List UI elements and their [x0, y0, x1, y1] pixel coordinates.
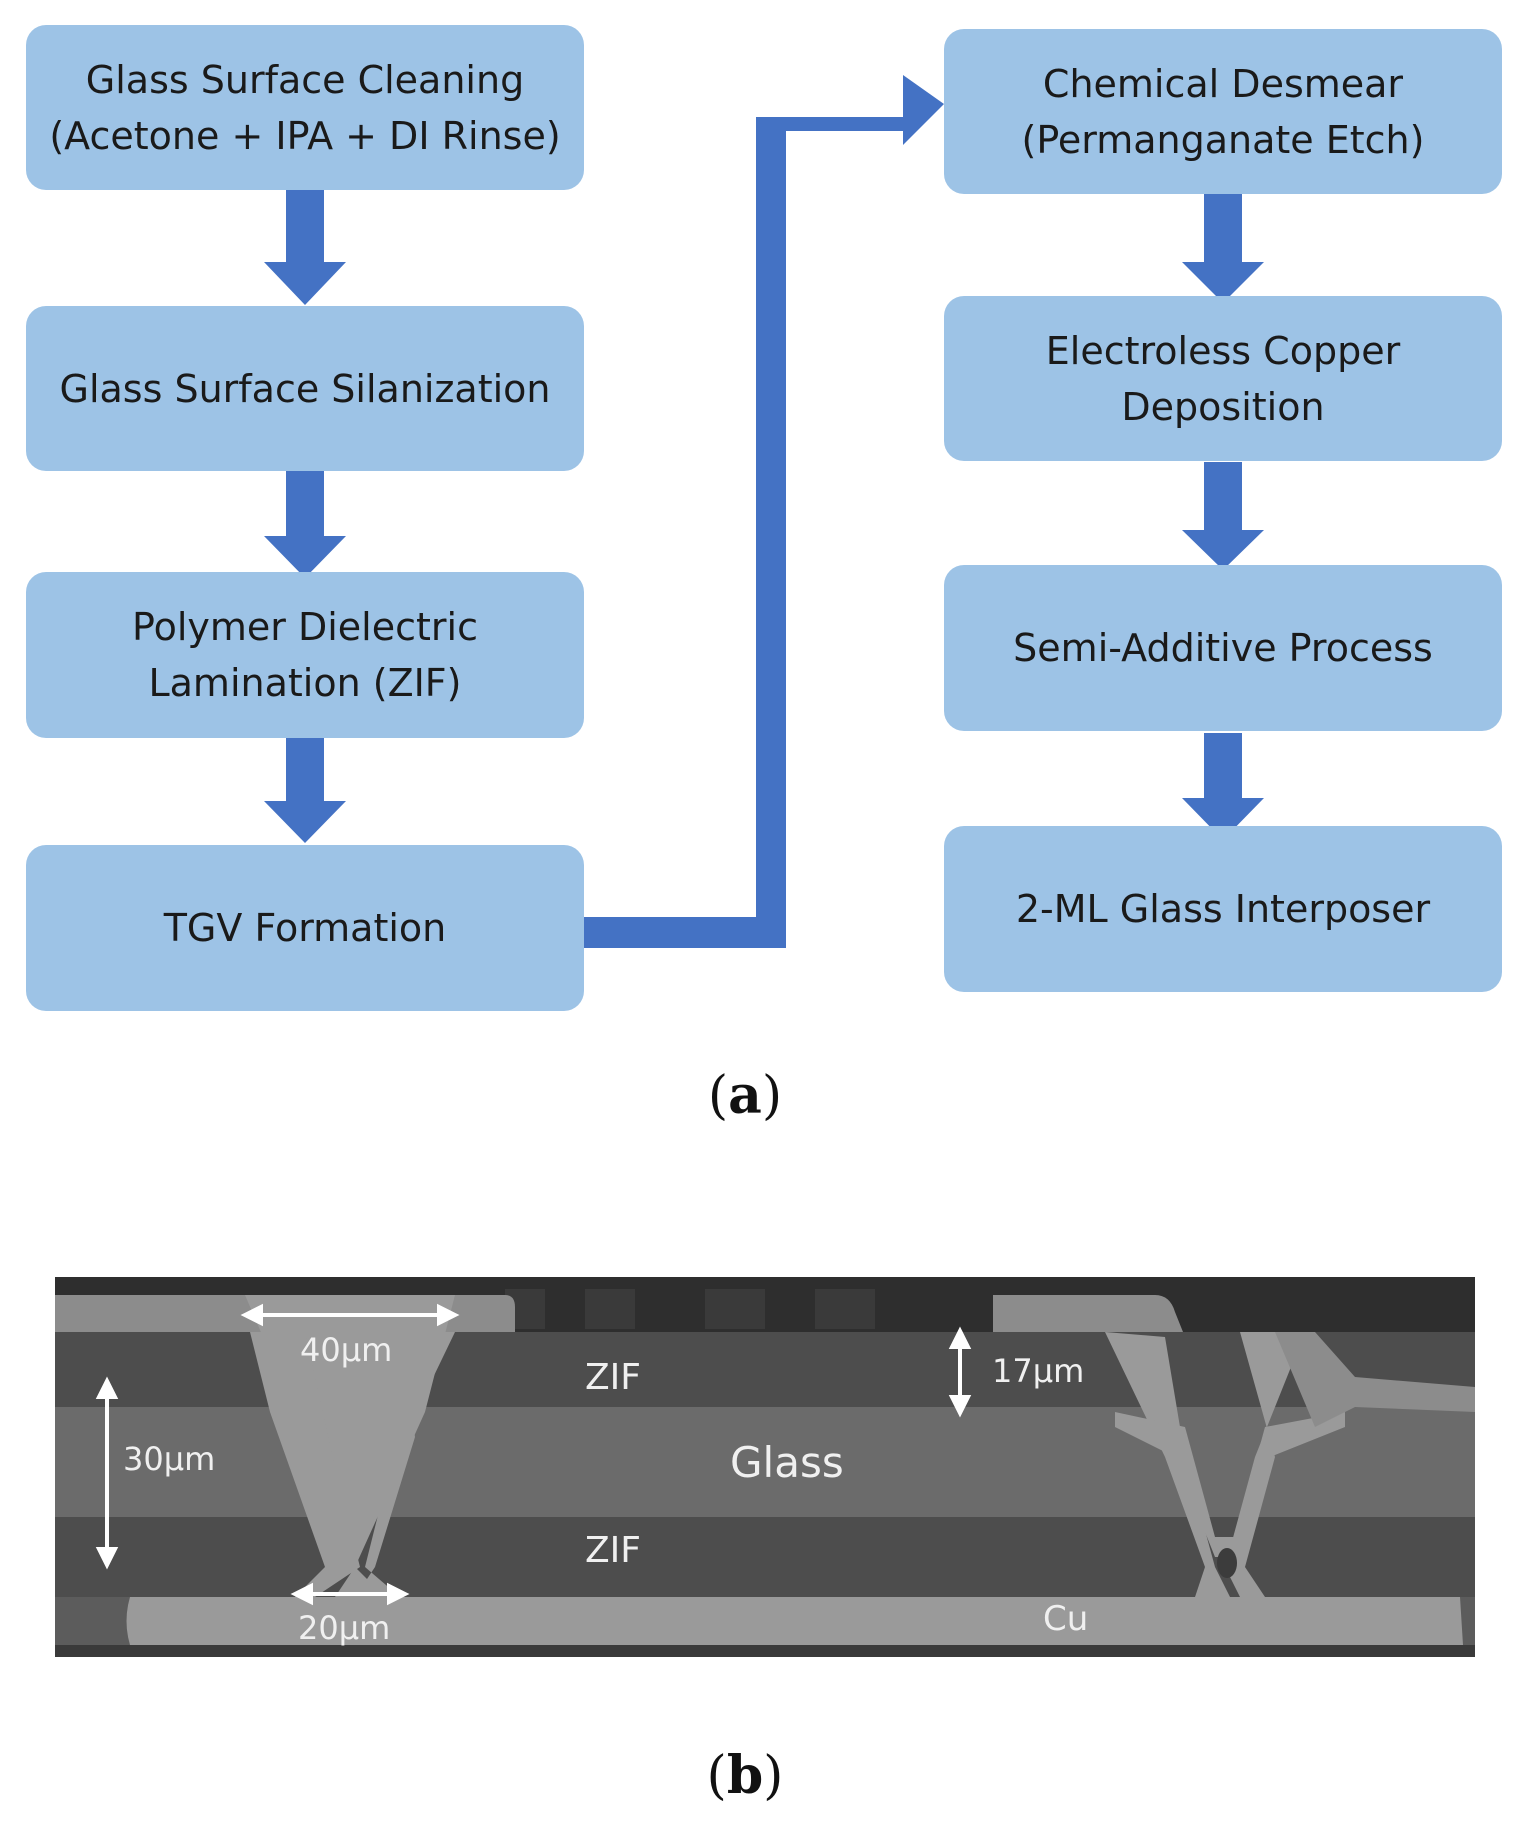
step-chemical-desmear: Chemical Desmear (Permanganate Etch): [944, 29, 1502, 194]
step-label: Electroless Copper: [1045, 328, 1401, 373]
step-2ml-glass-interposer: 2-ML Glass Interposer: [944, 826, 1502, 992]
step-label: Semi-Additive Process: [1013, 626, 1433, 670]
arrow-down-4: [1182, 194, 1264, 303]
arrow-down-1: [264, 190, 346, 305]
step-electroless-copper-deposition: Electroless Copper Deposition: [944, 296, 1502, 461]
arrow-down-3: [264, 738, 346, 843]
step-label: Polymer Dielectric: [132, 605, 478, 649]
label-zif-top: ZIF: [585, 1357, 641, 1398]
step-label: Deposition: [1121, 384, 1325, 429]
step-polymer-dielectric-lamination: Polymer Dielectric Lamination (ZIF): [26, 572, 584, 738]
step-label: Lamination (ZIF): [148, 661, 462, 705]
step-glass-surface-silanization: Glass Surface Silanization: [26, 306, 584, 471]
caption-a: (a): [707, 1065, 783, 1126]
step-label: (Permanganate Etch): [1021, 117, 1425, 162]
step-glass-surface-cleaning: Glass Surface Cleaning (Acetone + IPA + …: [26, 25, 584, 190]
label-40um: 40µm: [300, 1331, 392, 1369]
flow-arrows: [264, 75, 1264, 948]
caption-a-letter: a: [728, 1065, 762, 1126]
step-label: 2-ML Glass Interposer: [1015, 887, 1431, 931]
sem-cross-section-image: 40µm 30µm 17µm 20µm ZIF Glass ZIF Cu: [55, 1277, 1475, 1657]
step-label: Glass Surface Cleaning: [85, 57, 525, 102]
caption-b: (b): [706, 1745, 784, 1806]
label-17um: 17µm: [992, 1352, 1084, 1390]
caption-b-letter: b: [726, 1745, 764, 1806]
label-30um: 30µm: [123, 1440, 215, 1478]
arrow-connector: [583, 75, 944, 948]
arrow-down-5: [1182, 462, 1264, 570]
label-20um: 20µm: [298, 1609, 390, 1647]
step-label: Chemical Desmear: [1042, 61, 1404, 106]
step-label: (Acetone + IPA + DI Rinse): [49, 113, 561, 158]
step-label: TGV Formation: [163, 906, 447, 950]
label-glass: Glass: [730, 1438, 844, 1487]
arrow-down-6: [1182, 733, 1264, 840]
step-tgv-formation: TGV Formation: [26, 845, 584, 1011]
arrow-down-2: [264, 471, 346, 578]
label-cu: Cu: [1043, 1599, 1088, 1639]
step-semi-additive-process: Semi-Additive Process: [944, 565, 1502, 731]
step-label: Glass Surface Silanization: [59, 366, 551, 411]
label-zif-bottom: ZIF: [585, 1530, 641, 1571]
